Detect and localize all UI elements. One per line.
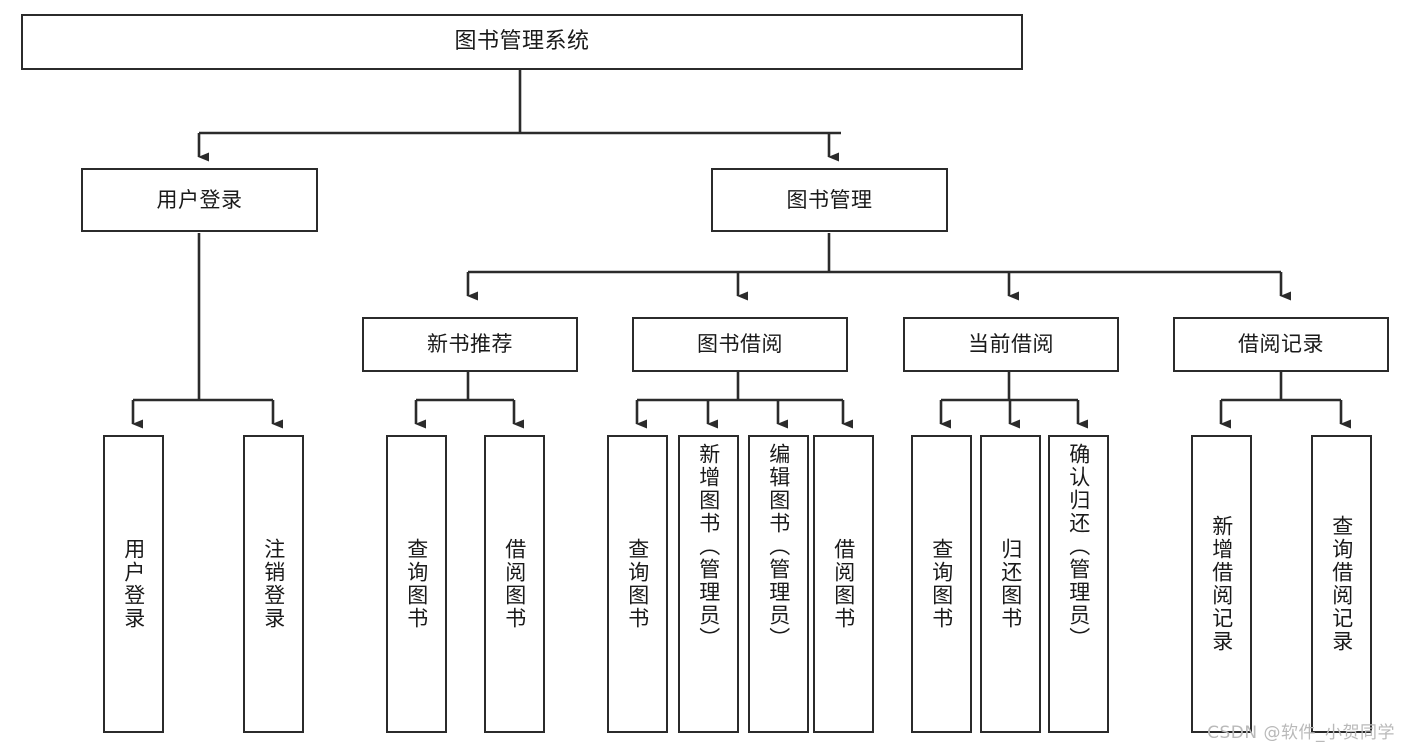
node-borrow-record[interactable]: 借阅记录 [1173,317,1389,372]
leaf-current-borrow-confirm-return-admin[interactable]: 确认归还（管理员） [1048,435,1109,733]
leaf-user-login-login[interactable]: 用户登录 [103,435,164,733]
node-label: 归还图书 [998,538,1023,630]
leaf-book-borrow-borrow-book[interactable]: 借阅图书 [813,435,874,733]
leaf-user-login-logout[interactable]: 注销登录 [243,435,304,733]
leaf-book-borrow-edit-book-admin[interactable]: 编辑图书（管理员） [748,435,809,733]
leaf-book-borrow-add-book-admin[interactable]: 新增图书（管理员） [678,435,739,733]
node-label: 当前借阅 [968,332,1054,357]
node-label: 查询借阅记录 [1329,515,1354,653]
node-label: 确认归还（管理员） [1066,443,1091,650]
leaf-current-borrow-return-book[interactable]: 归还图书 [980,435,1041,733]
node-root-book-management-system[interactable]: 图书管理系统 [21,14,1023,70]
node-book-management[interactable]: 图书管理 [711,168,948,232]
node-label: 新增图书（管理员） [696,443,721,650]
node-label: 查询图书 [404,538,429,630]
node-label: 借阅记录 [1238,332,1324,357]
leaf-book-borrow-query-book[interactable]: 查询图书 [607,435,668,733]
node-label: 图书借阅 [697,332,783,357]
node-label: 编辑图书（管理员） [766,443,791,650]
leaf-current-borrow-query-book[interactable]: 查询图书 [911,435,972,733]
node-label: 查询图书 [929,538,954,630]
leaf-new-book-borrow-book[interactable]: 借阅图书 [484,435,545,733]
node-label: 新增借阅记录 [1209,515,1234,653]
leaf-new-book-query-book[interactable]: 查询图书 [386,435,447,733]
node-label: 图书管理系统 [454,29,590,55]
node-label: 图书管理 [786,187,873,212]
leaf-borrow-record-add-record[interactable]: 新增借阅记录 [1191,435,1252,733]
node-user-login[interactable]: 用户登录 [81,168,318,232]
node-label: 新书推荐 [427,332,513,357]
node-book-borrow[interactable]: 图书借阅 [632,317,848,372]
node-new-book-recommend[interactable]: 新书推荐 [362,317,578,372]
node-label: 用户登录 [156,187,243,212]
node-label: 借阅图书 [502,538,527,630]
leaf-borrow-record-query-record[interactable]: 查询借阅记录 [1311,435,1372,733]
node-label: 注销登录 [261,538,286,630]
node-current-borrow[interactable]: 当前借阅 [903,317,1119,372]
node-label: 用户登录 [121,538,146,630]
node-label: 查询图书 [625,538,650,630]
node-label: 借阅图书 [831,538,856,630]
